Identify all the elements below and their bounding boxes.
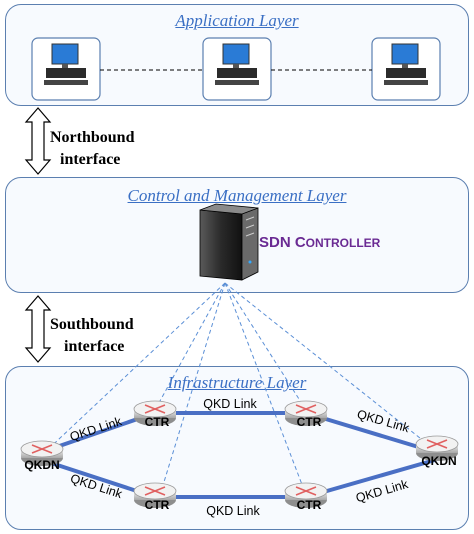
computer-icon-left: [31, 37, 101, 101]
computer-icon-right: [371, 37, 441, 101]
ctr-bottom-right-node: [284, 482, 328, 508]
qkd-link-top-middle-label: QKD Link: [203, 397, 257, 411]
ctr-top-right-node: [284, 400, 328, 426]
control-lines: [41, 282, 436, 496]
northbound-arrow-icon: [24, 107, 52, 175]
southbound-line1: Southbound: [50, 316, 134, 333]
qkdn-right-node: [415, 435, 459, 461]
qkdn-left-label: QKDN: [24, 458, 59, 472]
ctr-top-left-label: CTR: [145, 415, 170, 429]
infrastructure-layer-title: Infrastructure Layer: [167, 373, 307, 392]
control-layer-title: Control and Management Layer: [127, 186, 347, 205]
qkdn-right-label: QKDN: [421, 454, 456, 468]
application-layer-title: Application Layer: [175, 11, 299, 30]
sdn-server-icon: [199, 203, 259, 281]
sdn-controller-label-rest: ONTROLLER: [305, 236, 381, 250]
northbound-line2: interface: [60, 151, 121, 168]
ctr-top-right-label: CTR: [297, 415, 322, 429]
southbound-interface-label: Southbound interface: [50, 314, 134, 358]
qkdn-left-node: [20, 440, 64, 466]
computer-icon-middle: [202, 37, 272, 101]
infrastructure-layer-box: Infrastructure Layer: [5, 366, 469, 530]
northbound-interface-label: Northbound interface: [50, 127, 134, 171]
southbound-arrow-icon: [24, 295, 52, 363]
sdn-controller-label-prefix: SDN C: [259, 234, 306, 251]
qkd-link-bottom-middle-label: QKD Link: [206, 504, 260, 518]
ctr-top-left-node: [133, 400, 177, 426]
ctr-bottom-left-node: [133, 482, 177, 508]
ctr-bottom-right-label: CTR: [297, 498, 322, 512]
sdn-controller-label: SDN CONTROLLER: [259, 234, 380, 252]
southbound-line2: interface: [64, 338, 125, 355]
northbound-line1: Northbound: [50, 129, 135, 146]
ctr-bottom-left-label: CTR: [145, 498, 170, 512]
qkd-link-upper-left-label: QKD Link: [68, 414, 124, 444]
